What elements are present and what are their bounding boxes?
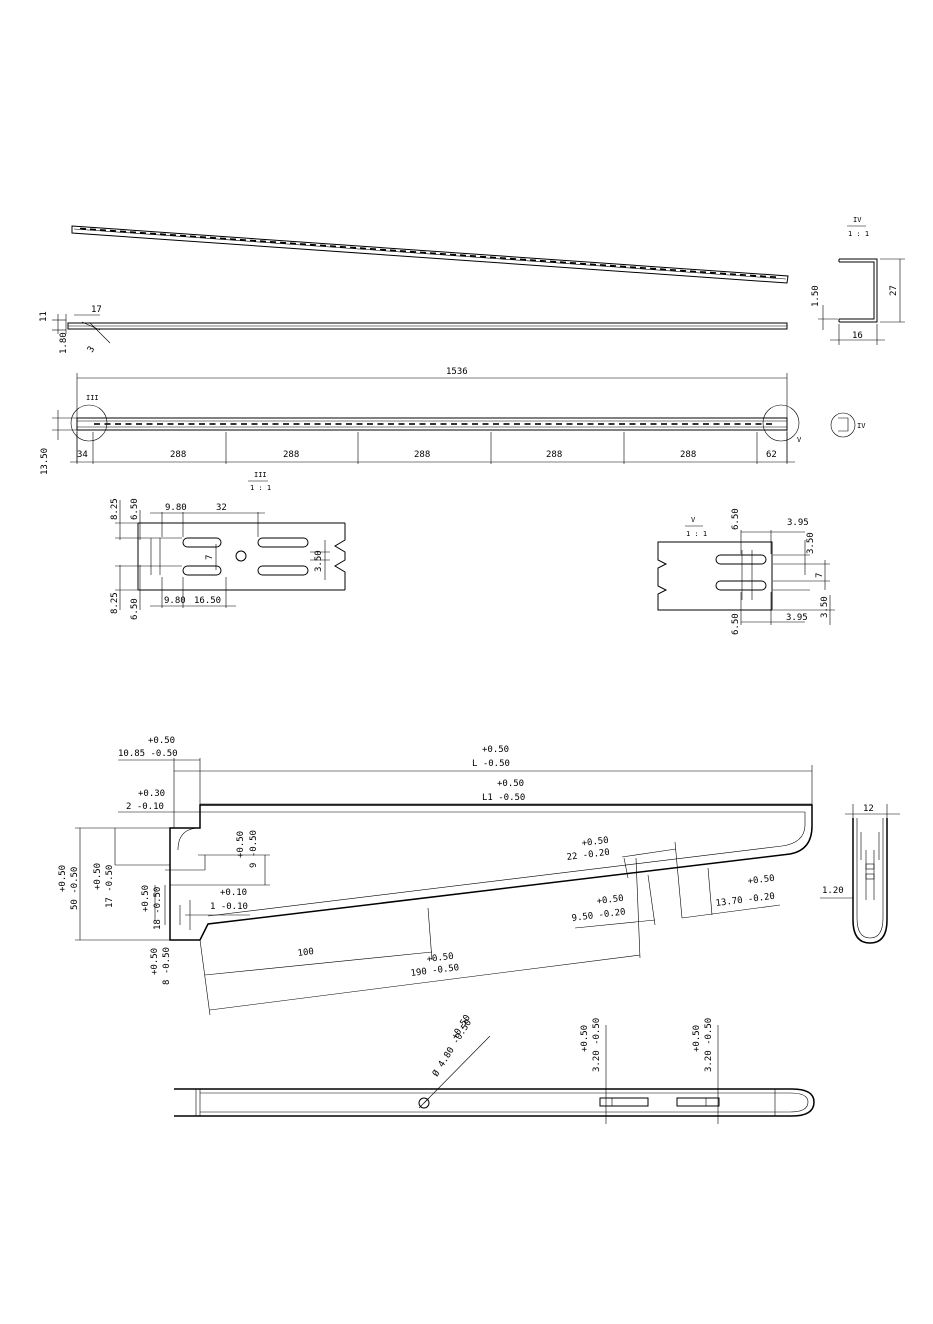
spacing-label: 288 [283,450,299,460]
detail-label-v: V [797,436,802,444]
detail-iv-title: IV [853,216,862,224]
iv-flange: 1.50 [811,285,821,307]
b-d1370-tol: +0.50 [747,874,775,887]
b-d100: 100 [297,947,314,959]
spacing-dimensions: 34 288 288 288 288 288 62 [70,432,795,464]
v-d2: 3.95 [787,518,809,528]
slot1-tol: +0.50 [580,1025,590,1052]
iii-d7: 8.25 [110,592,120,614]
detail-label-iii: III [86,394,99,402]
b-hook-tol: +0.30 [138,789,165,799]
b-L1-val: L1 -0.50 [482,793,525,803]
detail-v-scale: 1 : 1 [686,530,707,538]
slot1-val: 3.20 -0.50 [592,1018,602,1072]
b-h9-val: 9 -0.50 [249,830,259,868]
detail-v-title: V [691,516,696,524]
spacing-label: 288 [546,450,562,460]
b-h18-val: 18 -0.50 [153,887,163,930]
b-h17-tol: +0.50 [93,863,103,890]
upright-main-view: 1536 III V IV 13.50 34 288 288 288 288 288 62 [40,367,866,475]
spacing-label: 288 [170,450,186,460]
side-top: 11 [39,311,49,322]
b-h50-tol: +0.50 [58,865,68,892]
iii-d5: 7 [205,555,215,560]
iii-d8: 6.50 [130,598,140,620]
b-top-val: 10.85 -0.50 [118,749,178,759]
detail-v: V 1 : 1 6.50 3.95 3.50 7 3.50 6.50 3.95 [657,508,835,635]
iii-d1: 8.25 [110,498,120,520]
detail-iii-title: III [254,471,267,479]
slot2-tol: +0.50 [692,1025,702,1052]
slot2-val: 3.20 -0.50 [704,1018,714,1072]
iv-width: 16 [852,331,863,341]
b-h18-tol: +0.50 [141,885,151,912]
v-d1: 6.50 [731,508,741,530]
upright-side-view: 17 11 1.80 3 [39,305,788,355]
detail-iii: III 1 : 1 8.25 6.50 [110,471,346,620]
b-hook-val: 2 -0.10 [126,802,164,812]
b-d950-val: 9.50 -0.20 [571,907,626,924]
spacing-label: 34 [77,450,88,460]
hole-val: Ø 4.80 -0.50 [430,1018,474,1079]
bracket-top-view: +0.50 Ø 4.80 -0.50 +0.50 3.20 -0.50 +0.5… [174,1013,815,1124]
total-length: 1536 [446,367,468,377]
b-h50-val: 50 -0.50 [70,867,80,910]
iii-d6: 3.50 [314,550,324,572]
b-d22-tol: +0.50 [581,836,609,849]
spacing-label: 62 [766,450,777,460]
b-h8-tol: +0.50 [150,948,160,975]
detail-iv-scale: 1 : 1 [848,230,869,238]
side-note: 1.80 [59,332,69,354]
b-h8-val: 8 -0.50 [162,947,172,985]
spacing-label: 288 [414,450,430,460]
detail-label-iv: IV [857,422,866,430]
iii-d4: 32 [216,503,227,513]
v-d6: 6.50 [731,613,741,635]
b-L1-tol: +0.50 [497,779,524,789]
b-d950-tol: +0.50 [596,894,624,907]
v-d4: 7 [815,573,825,578]
side-top-len: 17 [91,305,102,315]
b-h9-tol: +0.50 [236,831,246,858]
spacing-label: 288 [680,450,696,460]
b-h17-val: 17 -0.50 [105,865,115,908]
iii-d3: 9.80 [165,503,187,513]
b-d190-val: 190 -0.50 [410,963,460,979]
iii-d9: 9.80 [164,596,186,606]
v-d5: 3.50 [820,596,830,618]
iii-d2: 6.50 [130,498,140,520]
angled-slots [79,227,777,279]
main-height: 13.50 [40,448,50,475]
v-d3: 3.50 [806,532,816,554]
b-d1370-val: 13.70 -0.20 [715,892,775,909]
bracket-end-view: 12 1.20 [820,804,900,944]
side-angle: 3 [86,345,97,355]
b-h1-val: 1 -0.10 [210,902,248,912]
iv-height: 27 [889,285,899,296]
iii-d10: 16.50 [194,596,221,606]
b-d22-val: 22 -0.20 [566,848,610,863]
bracket-side-view: +0.50 10.85 -0.50 +0.50 L -0.50 +0.50 L1… [58,736,813,1016]
detail-iii-scale: 1 : 1 [250,484,271,492]
b-L-tol: +0.50 [482,745,509,755]
end-thick: 1.20 [822,886,844,896]
b-top-tol: +0.50 [148,736,175,746]
detail-iv: IV 1 : 1 27 1.50 16 [811,216,905,345]
v-d7: 3.95 [786,613,808,623]
b-L-val: L -0.50 [472,759,510,769]
upright-angled-view [71,225,789,284]
b-h1-tol: +0.10 [220,888,247,898]
b-d190-tol: +0.50 [426,952,454,965]
end-width: 12 [863,804,874,814]
